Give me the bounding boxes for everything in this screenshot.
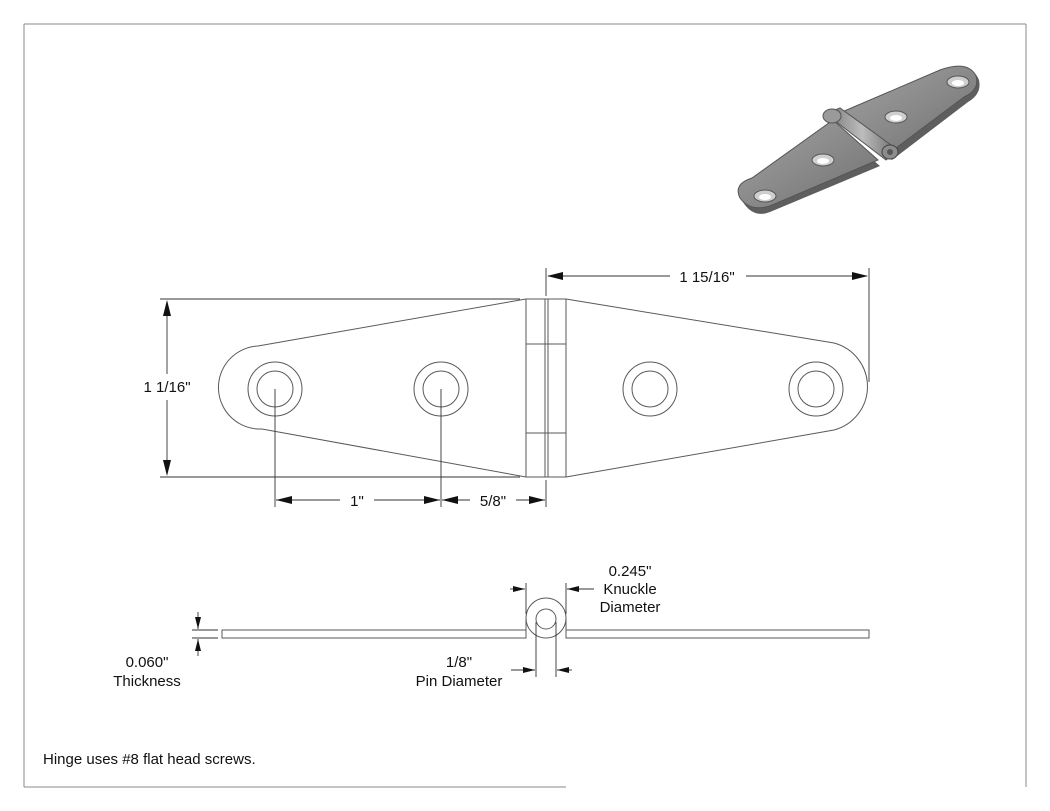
- knuckle-value-text: 0.245": [609, 563, 652, 580]
- knuckle-circle: [525, 597, 567, 639]
- knuckle-label-2-text: Diameter: [600, 599, 661, 616]
- knuckle-label-1-text: Knuckle: [603, 581, 656, 598]
- left-leaf-outline: [217, 298, 527, 478]
- hinge-3d-render: [737, 65, 980, 214]
- screw-note: Hinge uses #8 flat head screws.: [43, 751, 256, 768]
- hole-spacing-text: 1": [350, 493, 364, 510]
- pin-label-text: Pin Diameter: [416, 673, 503, 690]
- hinge-top-view: [217, 298, 868, 478]
- dimension-hole-to-pin: 5/8": [442, 493, 545, 510]
- dimension-hole-spacing: 1": [274, 389, 547, 510]
- dimension-pin-diameter: 1/8" Pin Diameter: [416, 622, 572, 690]
- knuckle-outline: [525, 298, 567, 478]
- right-leaf-outline: [565, 298, 868, 478]
- thickness-label-text: Thickness: [113, 673, 181, 690]
- sheet-border: [23, 23, 1027, 788]
- screw-hole-4: [788, 361, 844, 417]
- dimension-thickness: 0.060" Thickness: [113, 612, 218, 690]
- left-leaf-side: [221, 629, 527, 639]
- leaf-length-text: 1 15/16": [679, 269, 734, 286]
- pin-value-text: 1/8": [446, 654, 472, 671]
- pin-circle: [535, 608, 557, 630]
- screw-hole-3: [622, 361, 678, 417]
- right-leaf-side: [565, 629, 870, 639]
- thickness-value-text: 0.060": [126, 654, 169, 671]
- dimension-leaf-length: 1 15/16": [545, 268, 870, 382]
- hinge-side-view: [221, 597, 870, 639]
- dimension-knuckle-diameter: 0.245" Knuckle Diameter: [510, 563, 660, 616]
- hole-to-pin-text: 5/8": [480, 493, 506, 510]
- height-dimension-text: 1 1/16": [143, 379, 190, 396]
- dimension-overall-height: 1 1/16": [143, 298, 520, 478]
